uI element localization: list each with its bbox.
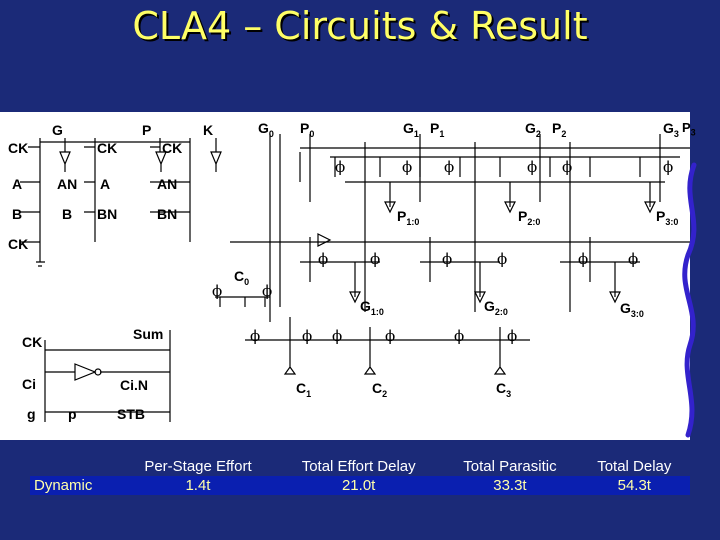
label-ck-3: CK [162,140,183,156]
decorative-squiggle [682,162,697,438]
phi-clock: ϕ [454,327,465,345]
label-c3: C3 [496,380,512,399]
label-g-small: g [27,406,36,422]
phi-clock: ϕ [562,158,573,176]
label-a: A [12,176,23,192]
label-stb: STB [117,406,145,422]
label-g20: G2:0 [484,298,508,317]
label-p2: P2 [552,120,567,139]
label-c0: C0 [234,268,250,287]
phi-clock: ϕ [628,250,639,268]
table-row: Dynamic 1.4t 21.0t 33.3t 54.3t [30,476,690,495]
label-an-2: AN [157,176,178,192]
label-p0: P0 [300,120,315,139]
label-p10: P1:0 [397,208,420,227]
schematic-panel: G P K CK CK CK A AN A AN B B BN BN CK Su… [0,112,696,440]
label-sum: Sum [133,326,164,342]
slide-title: CLA4 – Circuits & Result [132,4,588,48]
label-g0: G0 [258,120,274,139]
cell-total-delay: 54.3t [578,476,690,495]
phi-clock: ϕ [370,250,381,268]
label-an: AN [57,176,78,192]
label-g10: G1:0 [360,298,384,317]
cell-total-effort-delay: 21.0t [276,476,442,495]
schematic-wiring [20,134,690,422]
row-label-dynamic: Dynamic [30,476,120,495]
label-g2: G2 [525,120,541,139]
phi-clock: ϕ [335,158,346,176]
label-p1: P1 [430,120,445,139]
label-ci: Ci [22,376,36,392]
label-p: P [142,122,152,138]
label-k: K [203,122,214,138]
phi-clock: ϕ [497,250,508,268]
header-total-effort-delay: Total Effort Delay [276,457,442,476]
label-g30: G3:0 [620,300,644,319]
label-p-small: p [68,406,77,422]
label-g: G [52,122,63,138]
label-p3: P3 [682,120,696,138]
phi-clock: ϕ [318,250,329,268]
phi-clock: ϕ [302,327,313,345]
label-bn-2: BN [157,206,178,222]
header-total-delay: Total Delay [578,457,690,476]
label-c1: C1 [296,380,312,399]
phi-clock: ϕ [212,282,223,300]
header-blank [30,457,120,476]
label-g3: G3 [663,120,679,139]
phi-clock: ϕ [262,282,273,300]
label-bn: BN [97,206,118,222]
cell-per-stage-effort: 1.4t [119,476,277,495]
label-a-2: A [100,176,111,192]
label-ck-2: CK [97,140,118,156]
label-b-2: B [62,206,73,222]
label-ck-4: CK [8,236,29,252]
phi-clock: ϕ [402,158,413,176]
phi-clock: ϕ [385,327,396,345]
results-header-row: Per-Stage Effort Total Effort Delay Tota… [30,457,690,476]
label-cin: Ci.N [120,377,148,393]
label-p30: P3:0 [656,208,679,227]
phi-clock: ϕ [250,327,261,345]
phi-clock: ϕ [578,250,589,268]
label-b: B [12,206,23,222]
phi-clock: ϕ [663,158,674,176]
phi-clock: ϕ [442,250,453,268]
phi-clock: ϕ [527,158,538,176]
header-total-parasitic: Total Parasitic [441,457,579,476]
phi-clock: ϕ [332,327,343,345]
label-ck-1: CK [8,140,29,156]
label-g1: G1 [403,120,419,139]
header-per-stage-effort: Per-Stage Effort [119,457,277,476]
phi-clock: ϕ [444,158,455,176]
cell-total-parasitic: 33.3t [441,476,579,495]
phi-clock: ϕ [507,327,518,345]
label-p20: P2:0 [518,208,541,227]
results-table: Per-Stage Effort Total Effort Delay Tota… [30,457,690,495]
label-c2: C2 [372,380,388,399]
label-sum-ck: CK [22,334,43,350]
